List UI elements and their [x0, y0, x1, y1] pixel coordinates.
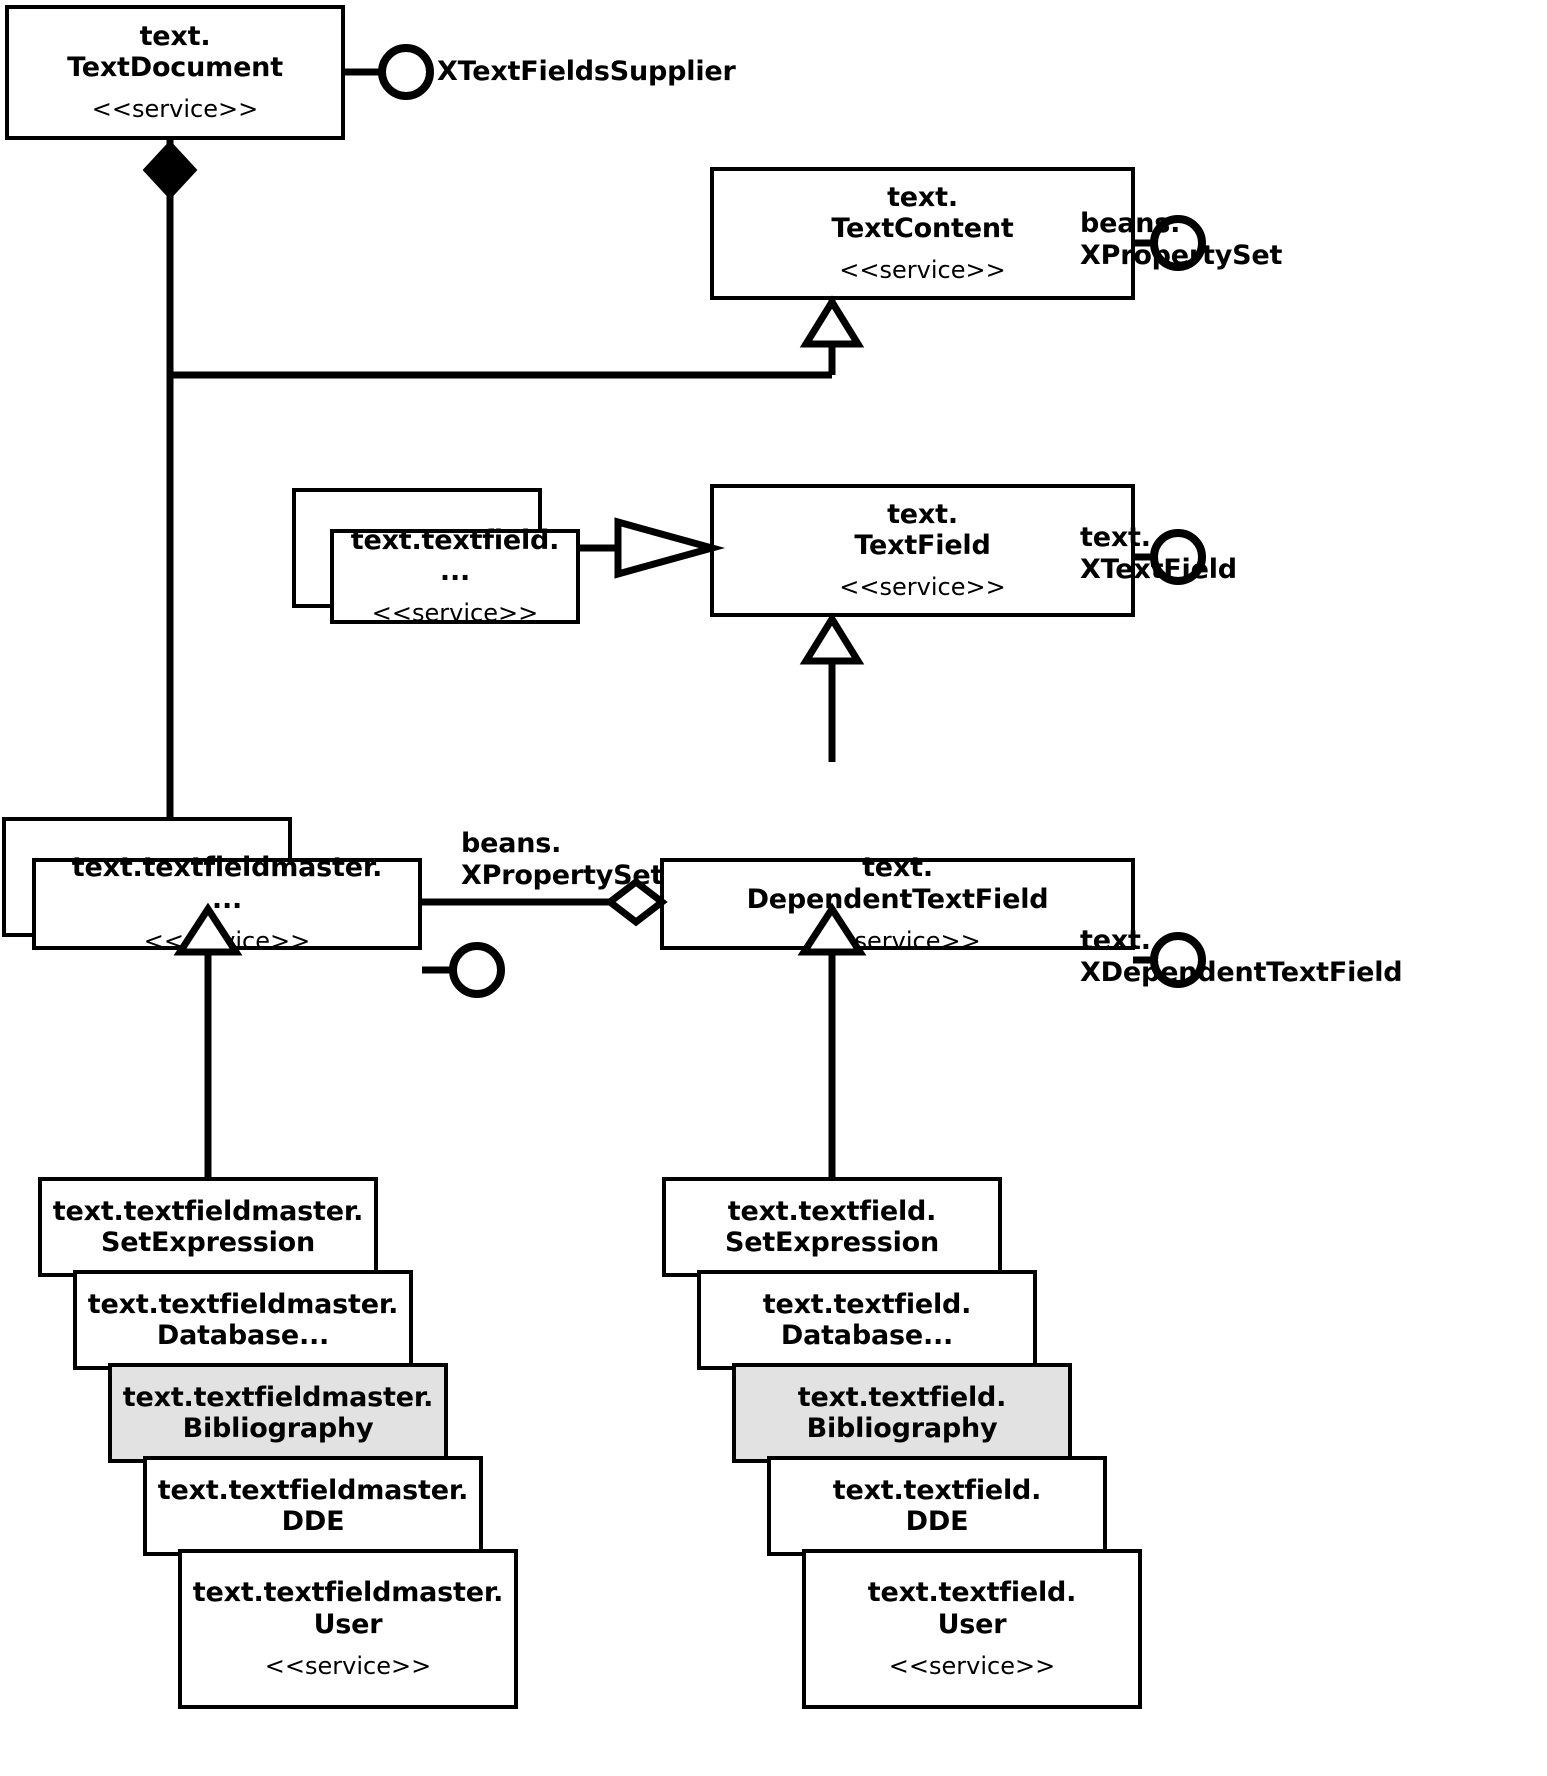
node-line-1: text.: [139, 20, 211, 52]
node-master-bibliography[interactable]: text.textfieldmaster. Bibliography: [108, 1363, 448, 1463]
interface-label-line-1: text.: [1080, 925, 1151, 956]
node-stereotype: <<service>>: [371, 599, 539, 628]
node-line-1: text.: [862, 852, 933, 884]
node-line-1: text.textfield.: [867, 1577, 1077, 1609]
interface-label-line-1: XTextFieldsSupplier: [437, 56, 736, 87]
interface-label-line-2: XPropertySet: [1080, 239, 1283, 271]
node-text-dependenttextfield[interactable]: text. DependentTextField <<service>>: [660, 852, 1135, 955]
node-line-1: text.textfield.: [727, 1195, 937, 1227]
interface-label-text-xdependenttextfield: text. XDependentTextField: [1080, 925, 1403, 989]
interface-label-beans-xpropertyset-textcontent: beans. XPropertySet: [1080, 208, 1282, 272]
node-line-1: text.: [887, 181, 958, 213]
node-line-2: ...: [211, 883, 243, 915]
node-line-1: text.textfield.: [350, 524, 560, 556]
node-line-1: text.textfieldmaster.: [157, 1474, 469, 1506]
node-line-1: text.textfieldmaster.: [122, 1381, 434, 1413]
interface-circle-beans-xpropertyset-textfieldmaster: [449, 942, 505, 998]
node-line-2: DependentTextField: [746, 883, 1049, 915]
node-text-textfield-stack[interactable]: text.textfield. ... <<service>>: [330, 525, 580, 627]
node-field-bibliography[interactable]: text.textfield. Bibliography: [732, 1363, 1072, 1463]
composition-filled-diamond: [142, 140, 198, 200]
node-field-setexpression[interactable]: text.textfield. SetExpression: [662, 1177, 1002, 1277]
interface-label-line-1: text.: [1080, 522, 1151, 553]
node-master-setexpression[interactable]: text.textfieldmaster. SetExpression: [38, 1177, 378, 1277]
node-field-database[interactable]: text.textfield. Database...: [697, 1270, 1037, 1370]
node-line-2: TextDocument: [67, 52, 283, 84]
interface-label-line-1: beans.: [461, 828, 562, 859]
node-line-1: text.textfieldmaster.: [192, 1577, 504, 1609]
node-line-2: DDE: [281, 1506, 345, 1537]
node-text-textfieldmaster-stack[interactable]: text.textfieldmaster. ... <<service>>: [32, 852, 422, 955]
interface-label-line-1: beans.: [1080, 208, 1181, 239]
node-stereotype: <<service>>: [839, 256, 1006, 285]
node-stereotype: <<service>>: [143, 926, 311, 955]
node-line-2: DDE: [905, 1506, 969, 1537]
node-master-user[interactable]: text.textfieldmaster. User <<service>>: [178, 1549, 518, 1709]
node-line-2: TextField: [854, 530, 991, 562]
node-line-2: User: [313, 1608, 383, 1640]
interface-label-line-2: XTextField: [1080, 553, 1237, 585]
interface-label-text-xtextfield: text. XTextField: [1080, 522, 1237, 586]
generalization-arrow-textcontent: [799, 295, 865, 348]
node-line-2: Database...: [780, 1320, 954, 1351]
node-line-2: User: [937, 1608, 1007, 1640]
node-line-1: text.textfieldmaster.: [71, 852, 383, 884]
node-master-dde[interactable]: text.textfieldmaster. DDE: [143, 1456, 483, 1556]
node-stereotype: <<service>>: [888, 1651, 1056, 1680]
node-field-user[interactable]: text.textfield. User <<service>>: [802, 1549, 1142, 1709]
node-master-database[interactable]: text.textfieldmaster. Database...: [73, 1270, 413, 1370]
node-line-1: text.: [887, 498, 958, 530]
node-line-2: ...: [439, 556, 471, 588]
node-stereotype: <<service>>: [839, 573, 1006, 602]
node-text-textdocument[interactable]: text. TextDocument <<service>>: [5, 5, 345, 140]
interface-label-xtextfieldssupplier: XTextFieldsSupplier: [437, 56, 736, 88]
node-line-2: SetExpression: [100, 1227, 316, 1258]
node-line-1: text.textfield.: [762, 1288, 972, 1320]
node-stereotype: <<service>>: [264, 1651, 432, 1680]
node-line-1: text.textfield.: [832, 1474, 1042, 1506]
interface-circle-xtextfieldssupplier: [378, 44, 434, 100]
generalization-arrow-textfield-stack: [614, 517, 726, 579]
node-line-2: Bibliography: [806, 1413, 998, 1444]
interface-label-line-2: XDependentTextField: [1080, 956, 1403, 988]
node-line-2: TextContent: [831, 213, 1014, 245]
interface-label-line-2: XPropertySet: [461, 859, 664, 891]
interface-label-beans-xpropertyset-textfieldmaster: beans. XPropertySet: [461, 828, 663, 892]
node-line-1: text.textfieldmaster.: [87, 1288, 399, 1320]
node-line-2: Bibliography: [182, 1413, 374, 1444]
node-line-1: text.textfield.: [797, 1381, 1007, 1413]
node-field-dde[interactable]: text.textfield. DDE: [767, 1456, 1107, 1556]
node-line-1: text.textfieldmaster.: [52, 1195, 364, 1227]
node-line-2: Database...: [156, 1320, 330, 1351]
node-text-textfield[interactable]: text. TextField <<service>>: [710, 484, 1135, 617]
node-text-textcontent[interactable]: text. TextContent <<service>>: [710, 167, 1135, 300]
generalization-arrow-textfield: [799, 612, 865, 665]
node-stereotype: <<service>>: [814, 926, 981, 955]
node-stereotype: <<service>>: [91, 95, 259, 124]
node-line-2: SetExpression: [724, 1227, 940, 1258]
